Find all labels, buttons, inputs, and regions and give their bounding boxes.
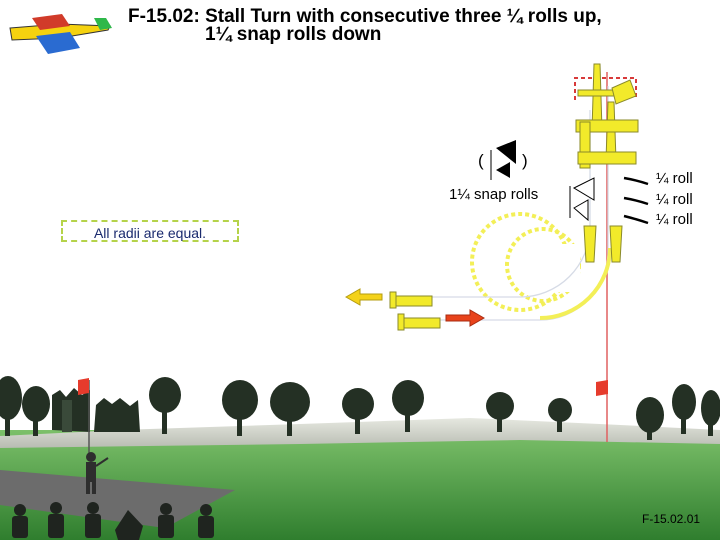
arrow-right <box>445 309 486 327</box>
figure-code: F-15.02.01 <box>642 512 701 526</box>
logo-plane <box>9 14 112 54</box>
quarter-roll-label-2: ¼ roll <box>656 191 693 208</box>
pilot-figure <box>86 452 109 494</box>
roll-arrows <box>623 176 649 225</box>
radii-note: All radii are equal. <box>61 220 239 242</box>
left-flag <box>78 378 89 395</box>
title-line-1: F-15.02: Stall Turn with consecutive thr… <box>128 6 602 27</box>
plane-lower <box>577 121 637 169</box>
runway <box>0 470 235 528</box>
stall-turn-box <box>574 77 637 100</box>
plane-top <box>577 63 637 131</box>
title-line-2: 1¼ snap rolls down <box>205 24 382 45</box>
exit-plane <box>397 313 441 331</box>
entry-plane <box>389 291 433 309</box>
quarter-roll-label-3: ¼ roll <box>656 211 693 228</box>
center-flag <box>596 380 608 396</box>
pullup-arc <box>539 247 612 320</box>
treeline <box>0 376 720 440</box>
pullup-square <box>536 244 580 292</box>
judges <box>12 502 214 540</box>
arrow-left <box>344 288 383 306</box>
snap-roll-symbol: ( ) <box>478 140 528 180</box>
svg-text:): ) <box>522 151 528 170</box>
down-planes <box>583 225 623 263</box>
roll-symbol-stack <box>569 177 595 222</box>
snap-rolls-label: 1¼ snap rolls <box>449 186 539 203</box>
quarter-roll-label-1: ¼ roll <box>656 170 693 187</box>
svg-text:(: ( <box>478 151 484 170</box>
